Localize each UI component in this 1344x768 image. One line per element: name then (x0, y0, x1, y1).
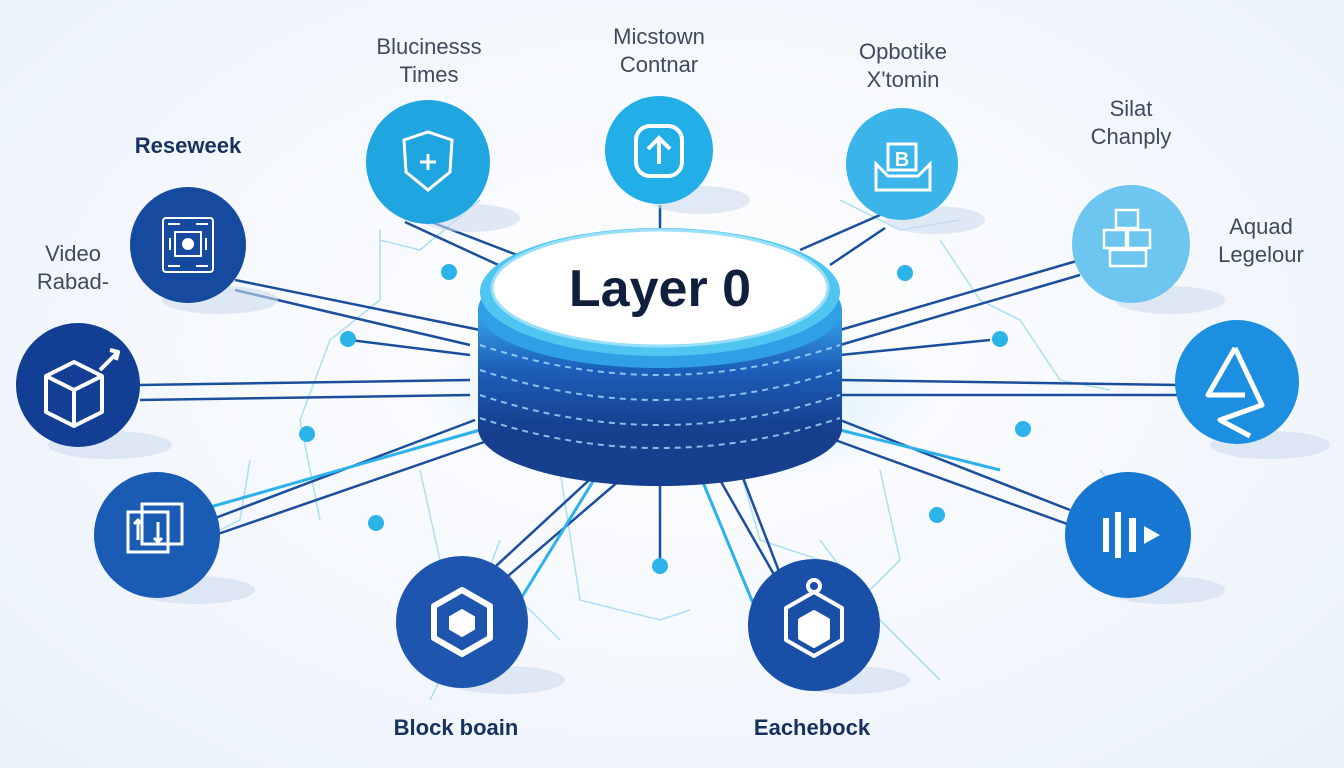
layer-zero-platform: Layer 0 (478, 228, 842, 486)
cube-icon (44, 348, 120, 428)
node-blockbain[interactable] (396, 556, 565, 694)
connector-lines-light (199, 428, 1001, 621)
node-video[interactable] (130, 187, 278, 314)
node-bluciness[interactable] (366, 100, 520, 232)
node-frames[interactable] (94, 472, 255, 604)
boxes-icon (1102, 208, 1152, 268)
hex-cube-icon (784, 578, 844, 658)
platform-title: Layer 0 (569, 260, 751, 318)
label-reseweek: Reseweek (134, 133, 242, 158)
audio-bars-icon (1103, 512, 1160, 558)
chip-icon (162, 217, 214, 273)
node-triangle[interactable] (1175, 320, 1330, 459)
hexagon-icon (431, 587, 493, 657)
svg-text:B: B (895, 149, 909, 171)
node-opbotike[interactable]: B (846, 108, 985, 234)
connector-lines (139, 205, 1181, 601)
triangle-arrow-icon (1205, 346, 1265, 439)
shield-icon (402, 130, 454, 192)
node-micstown[interactable] (605, 96, 750, 214)
arrow-up-icon (634, 124, 684, 178)
frames-icon (126, 502, 184, 554)
junction-dots (299, 264, 1031, 574)
label-blockbain: Block boain (393, 715, 519, 740)
node-eachebock[interactable] (748, 559, 910, 694)
node-audio[interactable] (1065, 472, 1225, 604)
node-silat[interactable] (1072, 185, 1225, 314)
node-cube[interactable] (16, 323, 172, 459)
badge-b-icon: B (874, 142, 932, 192)
label-eachebock: Eachebock (753, 715, 871, 740)
